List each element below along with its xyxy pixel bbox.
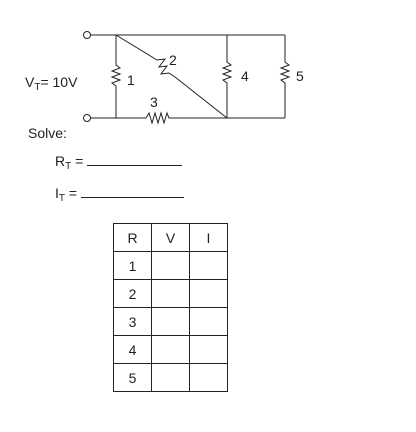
bottom-terminal	[83, 114, 91, 122]
header-r: R	[113, 223, 152, 252]
resistor-cell: 4	[113, 335, 152, 364]
voltage-cell[interactable]	[151, 307, 190, 336]
current-cell[interactable]	[189, 363, 228, 392]
table-row: 1	[113, 251, 228, 280]
resistor-5	[279, 35, 291, 118]
voltage-cell[interactable]	[151, 363, 190, 392]
resistor-4	[221, 35, 233, 118]
table-row: 3	[113, 307, 228, 336]
current-cell[interactable]	[189, 335, 228, 364]
resistor-3	[145, 111, 172, 125]
resistor-2	[115, 34, 228, 119]
resistor-3-label: 3	[150, 94, 158, 110]
total-current-blank[interactable]	[80, 197, 184, 198]
top-terminal	[83, 31, 91, 39]
resistor-1-label: 1	[127, 72, 135, 88]
total-current-answer: IT =	[55, 185, 184, 204]
total-resistance-blank[interactable]	[87, 165, 183, 166]
total-resistance-answer: RT =	[55, 153, 183, 172]
resistor-4-label: 4	[241, 68, 249, 84]
resistor-cell: 1	[113, 251, 152, 280]
resistor-cell: 3	[113, 307, 152, 336]
circuit-diagram	[83, 31, 291, 125]
resistor-2-label: 2	[169, 52, 177, 68]
current-cell[interactable]	[189, 279, 228, 308]
resistor-5-label: 5	[296, 68, 304, 84]
table-row: 5	[113, 363, 228, 392]
solve-prompt: Solve:	[28, 125, 67, 141]
table-row: 2	[113, 279, 228, 308]
current-cell[interactable]	[189, 307, 228, 336]
voltage-cell[interactable]	[151, 279, 190, 308]
current-cell[interactable]	[189, 251, 228, 280]
resistor-cell: 5	[113, 363, 152, 392]
table-row: 4	[113, 335, 228, 364]
voltage-cell[interactable]	[151, 251, 190, 280]
source-voltage-label: VT= 10V	[25, 74, 78, 93]
header-i: I	[189, 223, 228, 252]
header-v: V	[151, 223, 190, 252]
table-header-row: R V I	[113, 223, 228, 252]
resistor-cell: 2	[113, 279, 152, 308]
voltage-cell[interactable]	[151, 335, 190, 364]
resistor-1	[110, 35, 122, 118]
solution-table: R V I 1 2 3 4 5	[113, 223, 228, 392]
